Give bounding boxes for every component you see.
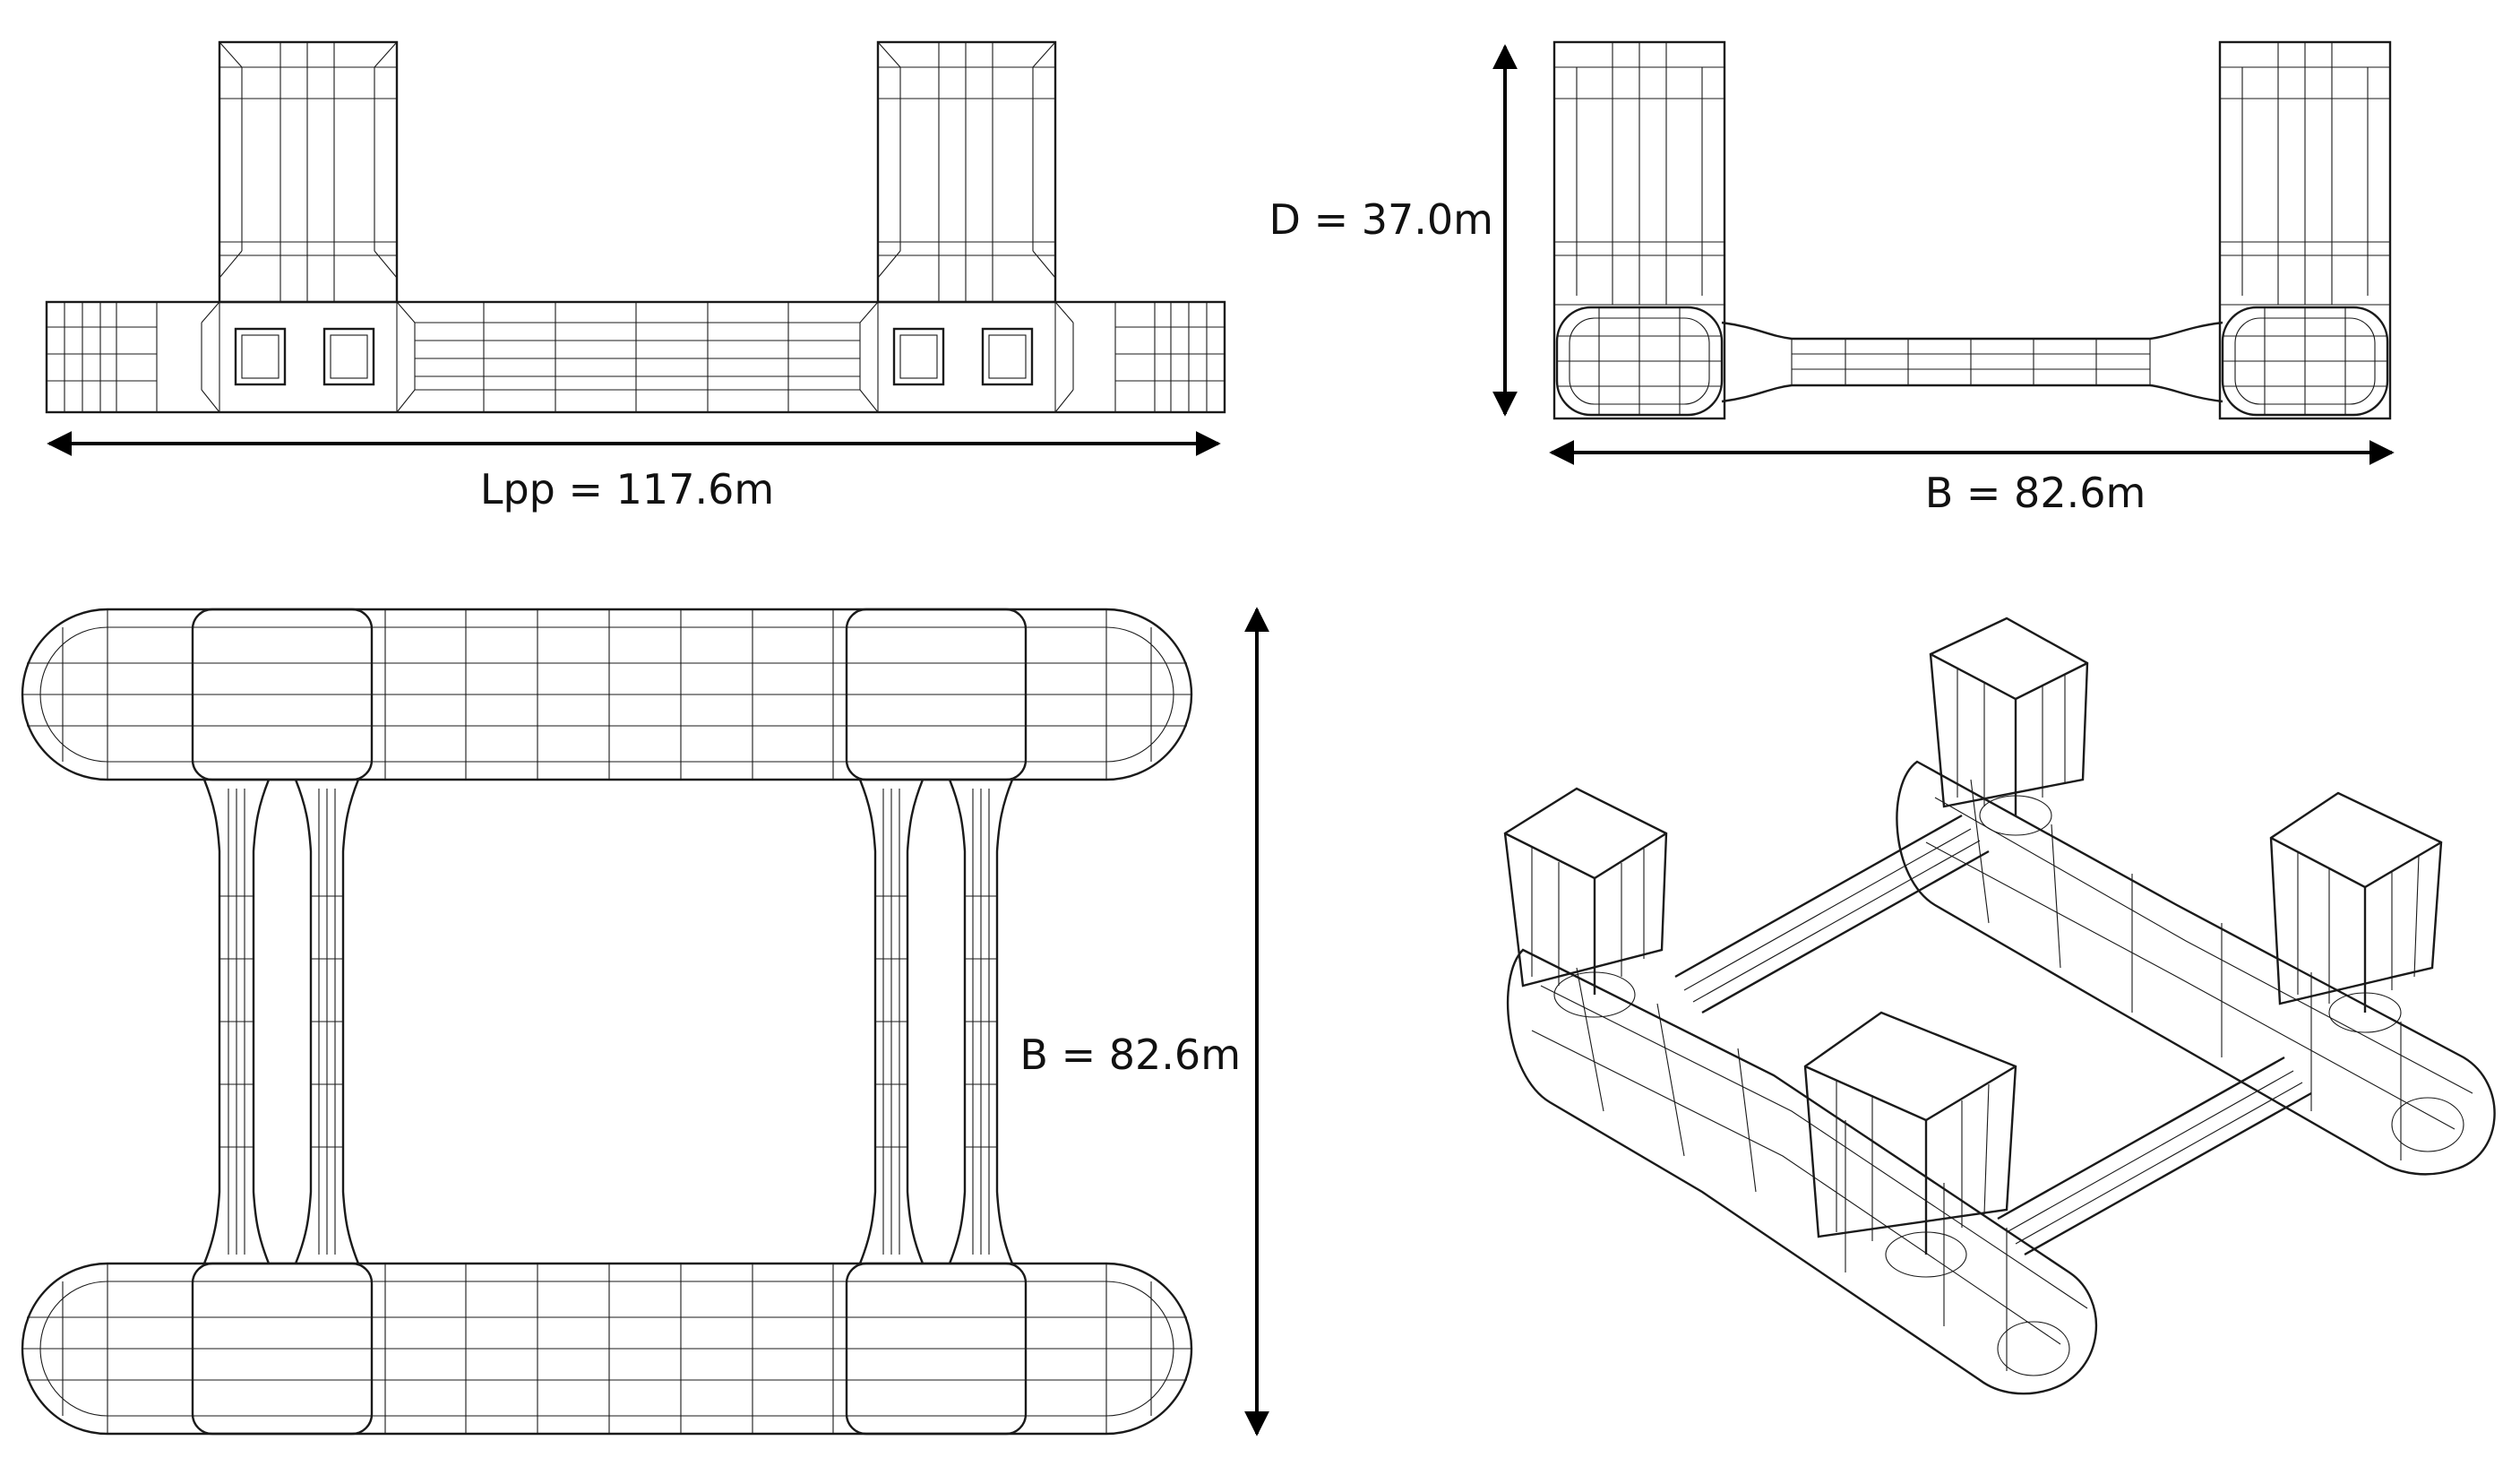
plan-view-drawing: B = 82.6m xyxy=(21,607,1269,1436)
side-view-column-right xyxy=(876,40,1057,304)
front-view-drawing: D = 37.0m B = 82.6m xyxy=(1269,40,2395,517)
side-view-pontoon xyxy=(45,300,1226,414)
plan-view-braces xyxy=(202,779,1014,1264)
plan-breadth-dimension-label: B = 82.6m xyxy=(1019,1031,1241,1079)
side-view-column-left xyxy=(218,40,399,304)
front-view-cross-brace xyxy=(1721,321,2223,403)
front-view-column-left xyxy=(1552,40,1726,420)
front-breadth-dimension-label: B = 82.6m xyxy=(1925,469,2146,517)
side-view-drawing: Lpp = 117.6m xyxy=(45,40,1226,513)
isometric-view-drawing xyxy=(1503,617,2496,1395)
plan-view-pontoon-top xyxy=(21,608,1193,781)
depth-dimension-label: D = 37.0m xyxy=(1269,195,1493,244)
plan-view-pontoon-bottom xyxy=(21,1262,1193,1436)
front-view-column-right xyxy=(2218,40,2392,420)
length-dimension-label: Lpp = 117.6m xyxy=(480,465,774,513)
